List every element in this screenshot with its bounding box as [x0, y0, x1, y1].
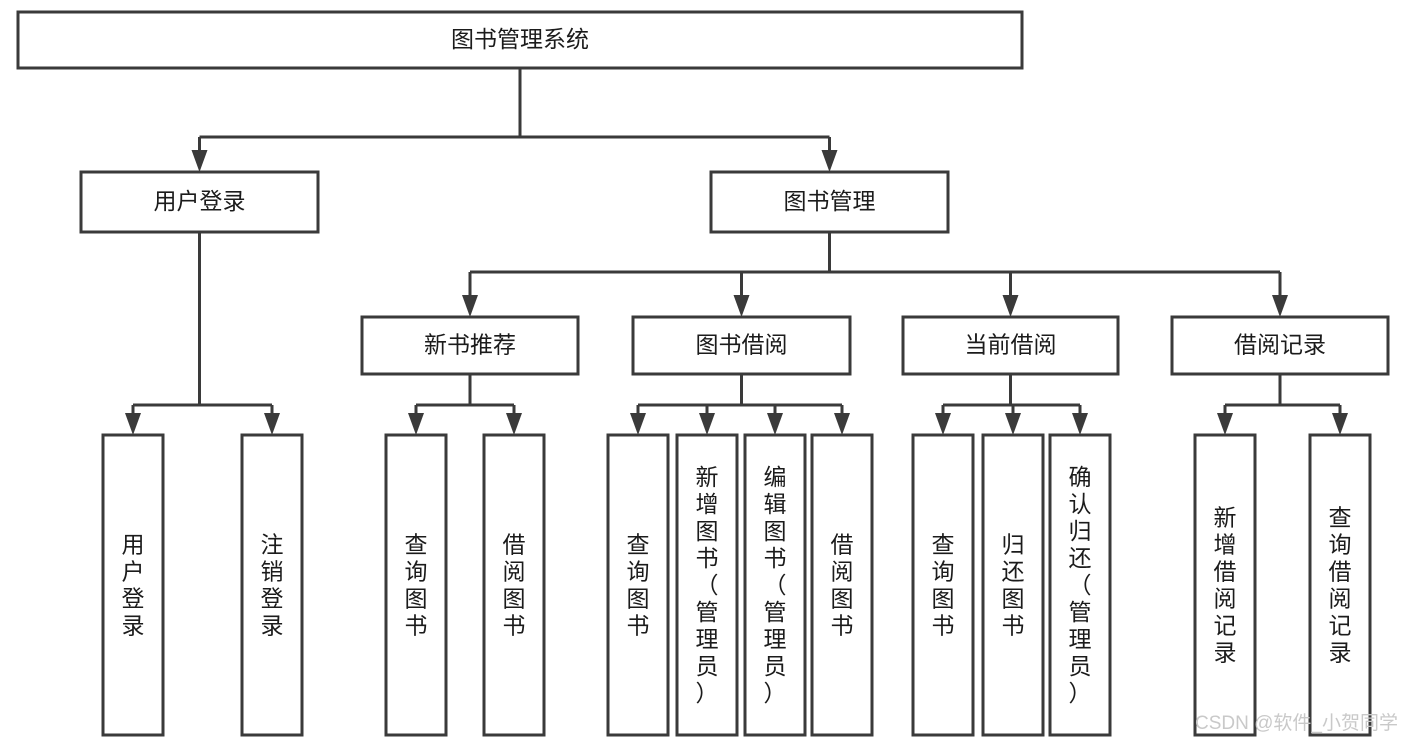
node-leaf-borrow-book-rec[interactable]: 借阅图书: [482, 433, 546, 737]
node-leaf-logout-label: 注销登录: [261, 532, 284, 639]
node-user-login-box: [79, 170, 320, 234]
node-leaf-logout[interactable]: 注销登录: [240, 433, 304, 737]
node-leaf-borrow-book-box: [810, 433, 874, 737]
node-book-manage-box: [709, 170, 950, 234]
node-leaf-query-book-cur-label: 查询图书: [932, 532, 955, 639]
node-book-borrow[interactable]: 图书借阅: [631, 315, 852, 376]
node-leaf-add-book-label: 新增图书（管理员）: [696, 464, 719, 706]
arrow-head-icon: [733, 295, 750, 317]
arrow-head-icon: [1332, 413, 1348, 435]
node-leaf-add-book-box: [675, 433, 739, 737]
node-leaf-add-book[interactable]: 新增图书（管理员）: [675, 433, 739, 737]
node-current-borrow[interactable]: 当前借阅: [901, 315, 1120, 376]
arrow-head-icon: [408, 413, 424, 435]
node-leaf-add-record[interactable]: 新增借阅记录: [1193, 433, 1257, 737]
arrow-head-icon: [462, 295, 478, 317]
node-leaf-borrow-book[interactable]: 借阅图书: [810, 433, 874, 737]
node-root[interactable]: 图书管理系统: [16, 10, 1024, 70]
node-leaf-query-book-rec[interactable]: 查询图书: [384, 433, 448, 737]
node-borrow-record-box: [1170, 315, 1390, 376]
node-leaf-query-book-borrow[interactable]: 查询图书: [606, 433, 670, 737]
node-leaf-confirm-return[interactable]: 确认归还（管理员）: [1048, 433, 1112, 737]
node-leaf-query-book-cur[interactable]: 查询图书: [911, 433, 975, 737]
node-leaf-query-book-rec-label: 查询图书: [405, 532, 428, 639]
node-leaf-query-record-box: [1308, 433, 1372, 737]
arrow-head-icon: [821, 150, 838, 172]
arrow-head-icon: [699, 413, 715, 435]
csdn-watermark: CSDN @软件_小贺同学: [1195, 712, 1398, 734]
node-leaf-borrow-book-label: 借阅图书: [831, 532, 854, 639]
node-borrow-record-label: 借阅记录: [1234, 332, 1326, 358]
arrow-head-icon: [1002, 295, 1019, 317]
arrow-head-icon: [1005, 413, 1021, 435]
node-leaf-query-book-borrow-label: 查询图书: [627, 532, 650, 639]
arrow-head-icon: [125, 413, 141, 435]
node-user-login-label: 用户登录: [154, 188, 246, 214]
node-user-login[interactable]: 用户登录: [79, 170, 320, 234]
node-book-borrow-label: 图书借阅: [696, 332, 788, 358]
arrow-head-icon: [264, 413, 280, 435]
node-leaf-edit-book-box: [743, 433, 807, 737]
arrow-head-icon: [935, 413, 951, 435]
node-leaf-query-book-cur-box: [911, 433, 975, 737]
node-book-manage[interactable]: 图书管理: [709, 170, 950, 234]
node-root-box: [16, 10, 1024, 70]
node-leaf-logout-box: [240, 433, 304, 737]
node-leaf-add-record-label: 新增借阅记录: [1214, 505, 1237, 666]
node-leaf-return-book-box: [981, 433, 1045, 737]
node-leaf-edit-book[interactable]: 编辑图书（管理员）: [743, 433, 807, 737]
node-leaf-borrow-book-rec-box: [482, 433, 546, 737]
node-book-borrow-box: [631, 315, 852, 376]
node-borrow-record[interactable]: 借阅记录: [1170, 315, 1390, 376]
node-leaf-query-book-rec-box: [384, 433, 448, 737]
node-current-borrow-box: [901, 315, 1120, 376]
node-leaf-return-book-label: 归还图书: [1002, 532, 1025, 639]
node-leaf-confirm-return-box: [1048, 433, 1112, 737]
node-leaf-confirm-return-label: 确认归还（管理员）: [1069, 464, 1092, 706]
node-leaf-return-book[interactable]: 归还图书: [981, 433, 1045, 737]
node-layer: 图书管理系统用户登录图书管理新书推荐图书借阅当前借阅借阅记录用户登录注销登录查询…: [16, 10, 1390, 737]
arrow-head-icon: [630, 413, 646, 435]
arrow-head-icon: [767, 413, 783, 435]
arrow-head-icon: [834, 413, 850, 435]
node-leaf-edit-book-label: 编辑图书（管理员）: [764, 464, 787, 706]
node-book-manage-label: 图书管理: [784, 188, 876, 214]
node-new-book-recommend[interactable]: 新书推荐: [360, 315, 580, 376]
arrow-head-icon: [1072, 413, 1088, 435]
connector-layer: [125, 68, 1348, 435]
arrow-head-icon: [1272, 295, 1288, 317]
node-current-borrow-label: 当前借阅: [965, 332, 1057, 358]
arrow-head-icon: [506, 413, 522, 435]
node-leaf-query-book-borrow-box: [606, 433, 670, 737]
node-leaf-borrow-book-rec-label: 借阅图书: [503, 532, 526, 639]
node-leaf-query-record[interactable]: 查询借阅记录: [1308, 433, 1372, 737]
arrow-head-icon: [1217, 413, 1233, 435]
node-leaf-user-login-box: [101, 433, 165, 737]
node-new-book-recommend-label: 新书推荐: [424, 332, 516, 358]
node-new-book-recommend-box: [360, 315, 580, 376]
arrow-head-icon: [191, 150, 208, 172]
node-root-label: 图书管理系统: [451, 26, 589, 52]
node-leaf-add-record-box: [1193, 433, 1257, 737]
node-leaf-user-login[interactable]: 用户登录: [101, 433, 165, 737]
node-leaf-query-record-label: 查询借阅记录: [1329, 505, 1352, 666]
node-leaf-user-login-label: 用户登录: [122, 532, 145, 639]
